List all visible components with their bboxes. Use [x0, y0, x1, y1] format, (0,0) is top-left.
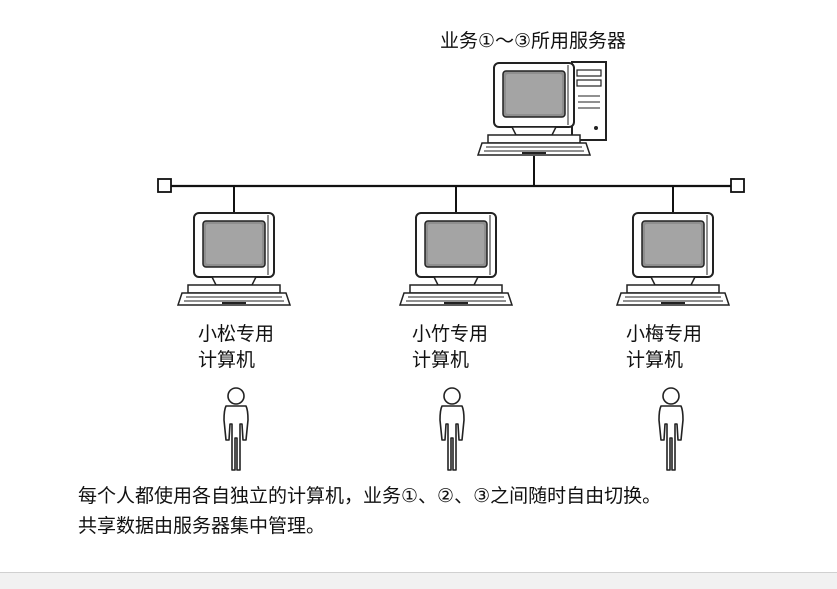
caption-line-1: 每个人都使用各自独立的计算机，业务①、②、③之间随时自由切换。	[78, 485, 662, 507]
workstation-label-1-line2: 计算机	[198, 349, 255, 371]
workstation-computer-1	[177, 212, 291, 306]
workstation-computer-3	[616, 212, 730, 306]
caption-line-2: 共享数据由服务器集中管理。	[78, 515, 326, 537]
server-monitor	[477, 62, 591, 156]
workstation-label-3-line2: 计算机	[626, 349, 683, 371]
bus-terminator-right	[730, 178, 745, 193]
workstation-label-3-line1: 小梅专用	[626, 323, 702, 345]
workstation-label-1-line1: 小松专用	[198, 323, 274, 345]
bottom-divider	[0, 572, 837, 589]
user-icon-1	[223, 387, 249, 471]
workstation-label-2-line2: 计算机	[412, 349, 469, 371]
server-label: 业务①～③所用服务器	[440, 30, 626, 52]
user-icon-2	[439, 387, 465, 471]
user-icon-3	[658, 387, 684, 471]
workstation-label-2-line1: 小竹专用	[412, 323, 488, 345]
bus-terminator-left	[157, 178, 172, 193]
workstation-computer-2	[399, 212, 513, 306]
server-computer	[477, 61, 607, 156]
